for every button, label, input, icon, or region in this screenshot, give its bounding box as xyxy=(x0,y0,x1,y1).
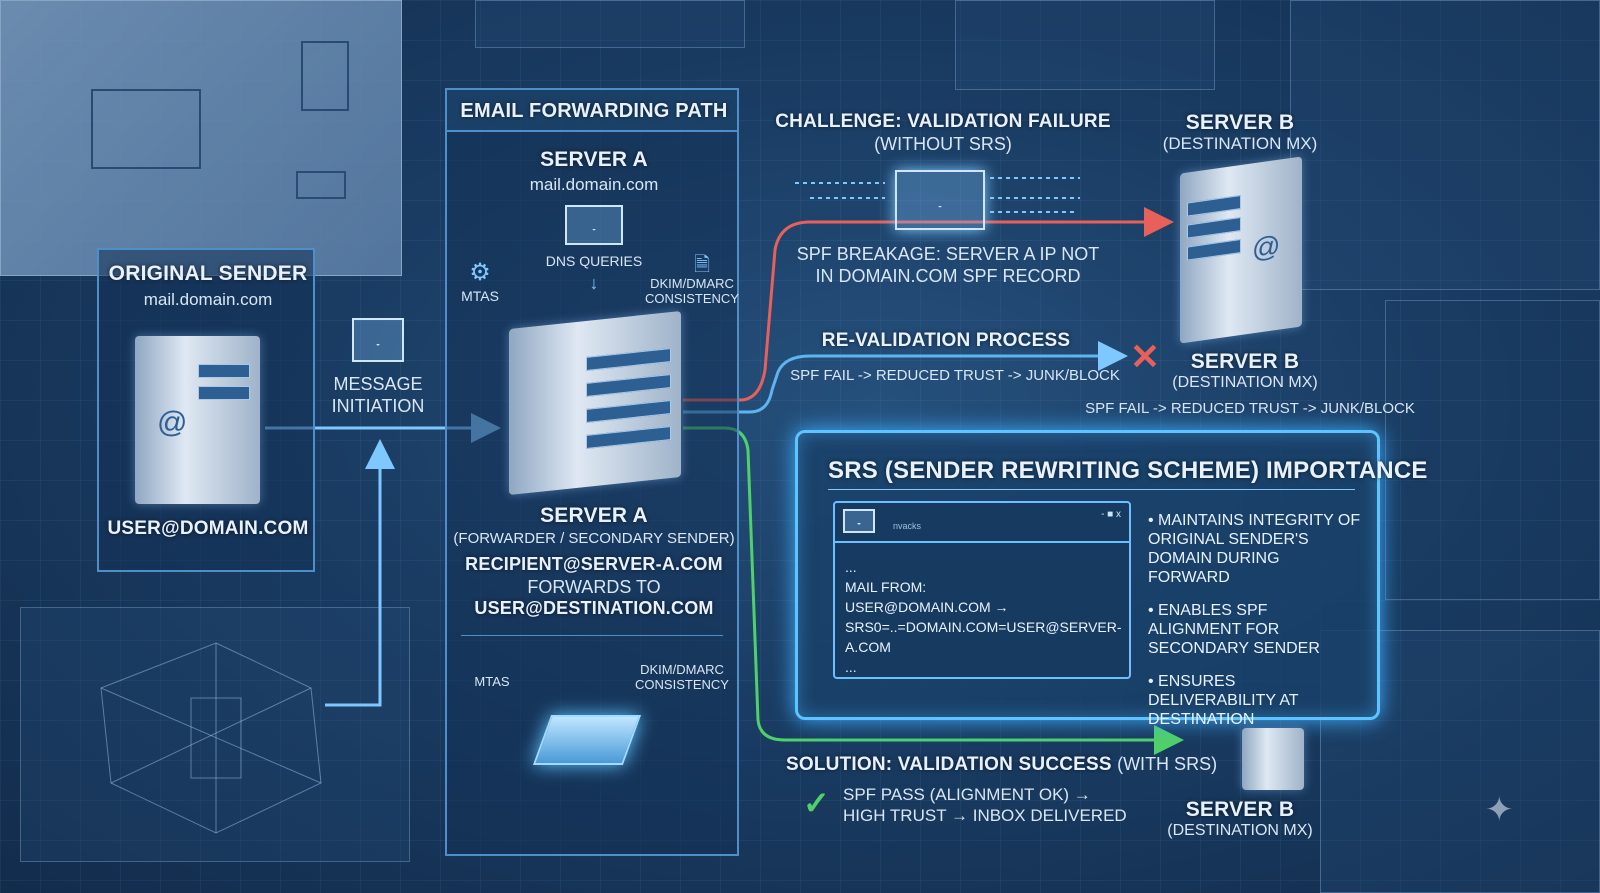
server-a-rack-icon xyxy=(509,310,681,496)
bottom-dkim-line2: CONSISTENCY xyxy=(635,677,729,692)
certificate-icon: 🗎 xyxy=(693,254,711,276)
bottom-mtas-label: MTAS xyxy=(474,674,510,689)
blueprint-mesh-network xyxy=(20,607,410,862)
original-sender-address: USER@DOMAIN.COM xyxy=(107,518,309,539)
sparkle-icon: ✦ xyxy=(1485,791,1514,829)
speed-lines xyxy=(795,177,1080,213)
envelope-icon xyxy=(565,205,623,245)
srs-importance-panel: SRS (SENDER REWRITING SCHEME) IMPORTANCE… xyxy=(795,430,1427,728)
server-b-sub: (DESTINATION MX) xyxy=(1162,134,1318,153)
blueprint-top-right xyxy=(955,0,1215,90)
at-sign-icon: @ xyxy=(157,406,188,439)
revalidation-flow: SPF FAIL -> REDUCED TRUST -> JUNK/BLOCK xyxy=(790,367,1120,384)
message-initiation-line1: MESSAGE xyxy=(333,374,423,394)
arrow-return xyxy=(325,439,395,707)
srs-title-underline xyxy=(828,489,1355,490)
srs-title: SRS (SENDER REWRITING SCHEME) IMPORTANCE xyxy=(828,457,1428,484)
challenge-line1: SPF BREAKAGE: SERVER A IP NOT xyxy=(796,244,1100,264)
srs-bullet-text: MAINTAINS INTEGRITY OF ORIGINAL SENDER'S… xyxy=(1148,512,1361,586)
recipient-address: RECIPIENT@SERVER-A.COM xyxy=(465,554,723,574)
mesh-network-graphic xyxy=(100,642,322,834)
server-a-role-sub: (FORWARDER / SECONDARY SENDER) xyxy=(453,530,735,547)
open-envelope-icon xyxy=(352,318,404,362)
code-line: MAIL FROM: xyxy=(845,579,927,595)
forwarding-path-title: EMAIL FORWARDING PATH xyxy=(460,100,728,122)
destination-address: USER@DESTINATION.COM xyxy=(474,598,714,618)
server-b-mid-sub: (DESTINATION MX) xyxy=(1172,374,1318,391)
srs-code-block: ... MAIL FROM: USER@DOMAIN.COM → SRS0=..… xyxy=(845,557,1129,677)
server-b-icon: @ xyxy=(1180,156,1302,344)
success-check-icon: ✓ xyxy=(803,785,830,821)
original-sender-title: ORIGINAL SENDER xyxy=(108,262,308,285)
envelope-icon xyxy=(843,509,875,533)
rack-sketch xyxy=(91,89,201,169)
challenge-title: CHALLENGE: VALIDATION FAILURE xyxy=(775,111,1111,132)
forwarding-path-panel: EMAIL FORWARDING PATH SERVER A mail.doma… xyxy=(445,88,739,856)
original-sender-panel: ORIGINAL SENDER mail.domain.com @ USER@D… xyxy=(97,248,315,572)
envelope-icon xyxy=(895,170,985,230)
revalidation-title: RE-VALIDATION PROCESS xyxy=(821,330,1071,351)
window-tab[interactable]: nvacks xyxy=(893,521,922,531)
blueprint-top xyxy=(475,0,745,48)
srs-bullet: • MAINTAINS INTEGRITY OF ORIGINAL SENDER… xyxy=(1148,512,1361,586)
server-b-bottom-sub: (DESTINATION MX) xyxy=(1167,822,1313,839)
window-controls[interactable]: - ■ x xyxy=(1101,509,1121,520)
server-sketch xyxy=(301,41,349,111)
original-sender-server-icon: @ xyxy=(135,336,260,504)
solution-title-suffix: (WITH SRS) xyxy=(1117,754,1218,774)
server-b-title: SERVER B xyxy=(1185,111,1295,134)
srs-bullet: • ENSURES DELIVERABILITY AT DESTINATION xyxy=(1148,673,1299,728)
server-a-domain: mail.domain.com xyxy=(529,175,659,194)
code-line: ... xyxy=(845,559,857,575)
solution-heading: SOLUTION: VALIDATION SUCCESS (WITH SRS) xyxy=(786,754,1217,776)
forwards-to-label: FORWARDS TO xyxy=(527,577,661,597)
server-a-role-title: SERVER A xyxy=(540,504,648,527)
message-initiation-line2: INITIATION xyxy=(331,396,425,416)
dkim-label-line1: DKIM/DMARC xyxy=(650,276,734,291)
arrow-revalidate xyxy=(683,341,1128,414)
at-sign-icon: @ xyxy=(1252,229,1281,265)
srs-bullet-text: ENSURES DELIVERABILITY AT DESTINATION xyxy=(1148,673,1299,728)
solution-title: SOLUTION: VALIDATION SUCCESS xyxy=(786,754,1112,775)
blueprint-network-diagram xyxy=(1290,0,1600,290)
original-sender-domain: mail.domain.com xyxy=(143,290,273,309)
srs-bullet: • ENABLES SPF ALIGNMENT FOR SECONDARY SE… xyxy=(1148,602,1320,657)
bottom-dkim-line1: DKIM/DMARC xyxy=(640,662,724,677)
window-titlebar: nvacks - ■ x xyxy=(835,503,1129,543)
dns-queries-label: DNS QUERIES xyxy=(545,253,643,269)
solution-line2: HIGH TRUST → INBOX DELIVERED xyxy=(843,806,1127,825)
server-a-title: SERVER A xyxy=(540,148,648,171)
solution-line1: SPF PASS (ALIGNMENT OK) → xyxy=(843,785,1091,804)
chip-icon xyxy=(532,715,642,765)
forwarding-path-header: EMAIL FORWARDING PATH xyxy=(447,90,737,132)
down-arrow-icon: ↓ xyxy=(589,273,599,293)
server-b-mid-title: SERVER B xyxy=(1190,350,1300,373)
divider xyxy=(461,635,723,636)
srs-bullet-list: • MAINTAINS INTEGRITY OF ORIGINAL SENDER… xyxy=(1148,511,1363,729)
code-line: SRS0=..=DOMAIN.COM=USER@SERVER-A.COM xyxy=(845,619,1122,655)
server-b-bottom-title: SERVER B xyxy=(1185,798,1295,821)
code-line: ... xyxy=(845,659,857,675)
srs-email-window: nvacks - ■ x ... MAIL FROM: USER@DOMAIN.… xyxy=(833,501,1131,679)
blueprint-rack-drawing xyxy=(0,0,402,276)
srs-bullet-text: ENABLES SPF ALIGNMENT FOR SECONDARY SEND… xyxy=(1148,602,1320,657)
fail-x-icon: ✕ xyxy=(1129,336,1161,377)
server-b-bottom-icon xyxy=(1242,728,1304,790)
envelope-sketch xyxy=(296,171,346,199)
dkim-label-line2: CONSISTENCY xyxy=(645,291,739,306)
gear-icon: ⚙ xyxy=(469,259,491,286)
mtas-label: MTAS xyxy=(461,288,499,304)
arrow-fail xyxy=(683,207,1174,402)
challenge-sub: (WITHOUT SRS) xyxy=(874,134,1012,154)
challenge-line2: IN DOMAIN.COM SPF RECORD xyxy=(815,266,1081,286)
server-b-mid-flow: SPF FAIL -> REDUCED TRUST -> JUNK/BLOCK xyxy=(1085,400,1415,417)
code-line: USER@DOMAIN.COM → xyxy=(845,599,1009,615)
